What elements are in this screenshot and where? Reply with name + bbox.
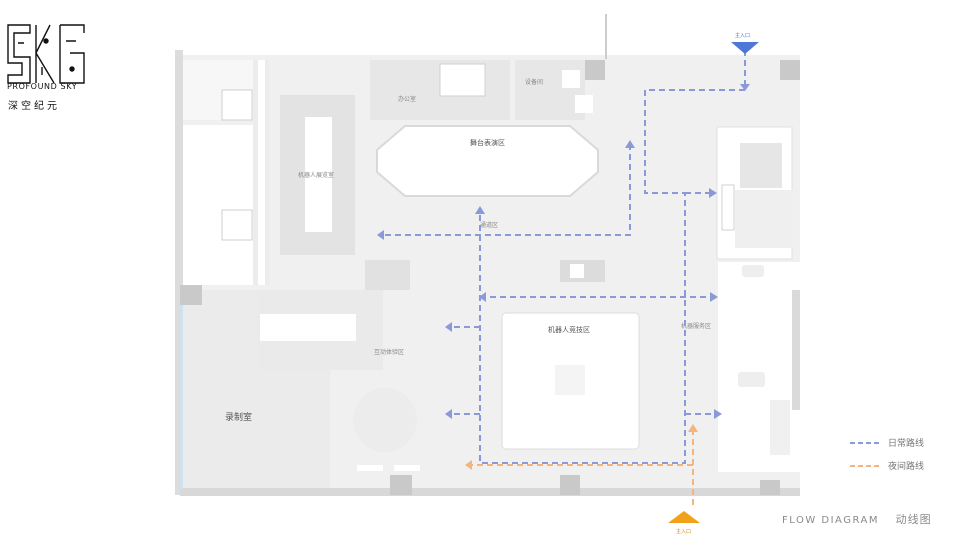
night-route — [470, 430, 694, 505]
legend-night-label: 夜间路线 — [888, 462, 925, 472]
legend-day-label: 日常路线 — [888, 439, 925, 449]
night-route-arrowheads — [465, 424, 698, 470]
room-label-experience: 机器人竞技区 — [548, 325, 590, 334]
entrance-label-bottom: 主入口 — [676, 528, 691, 535]
room-label-equipment: 设备间 — [525, 78, 543, 86]
brand-name-en: PROFOUND SKY — [7, 82, 78, 91]
entrance-label-top: 主入口 — [735, 32, 750, 39]
stage-area — [376, 125, 599, 197]
legend-night: 夜间路线 — [850, 459, 924, 472]
room-label-interactive: 互动体验区 — [374, 348, 404, 356]
room-label-recording: 录制室 — [225, 411, 252, 423]
diagram-title: FLOW DIAGRAM 动线图 — [782, 511, 932, 527]
legend-day-line-icon — [850, 441, 880, 444]
diagram-title-en: FLOW DIAGRAM — [782, 515, 879, 526]
legend-day: 日常路线 — [850, 436, 924, 449]
bottom-entrance-marker: 主入口 — [668, 511, 700, 535]
day-route — [380, 50, 746, 464]
diagram-title-cn: 动线图 — [895, 513, 932, 526]
room-label-robot-exhibit: 机器人展览室 — [298, 171, 334, 179]
logo-mark-icon — [7, 24, 85, 84]
top-entrance-marker: 主入口 — [731, 32, 759, 54]
room-label-robot-service: 机器服务区 — [681, 322, 711, 330]
legend-night-line-icon — [850, 464, 880, 467]
room-label-corridor: 通道区 — [480, 221, 498, 229]
day-route-arrowheads — [377, 84, 750, 419]
room-label-stage: 舞台表演区 — [470, 138, 505, 147]
room-label-office: 办公室 — [398, 95, 416, 103]
brand-name-cn: 深空纪元 — [8, 101, 60, 112]
